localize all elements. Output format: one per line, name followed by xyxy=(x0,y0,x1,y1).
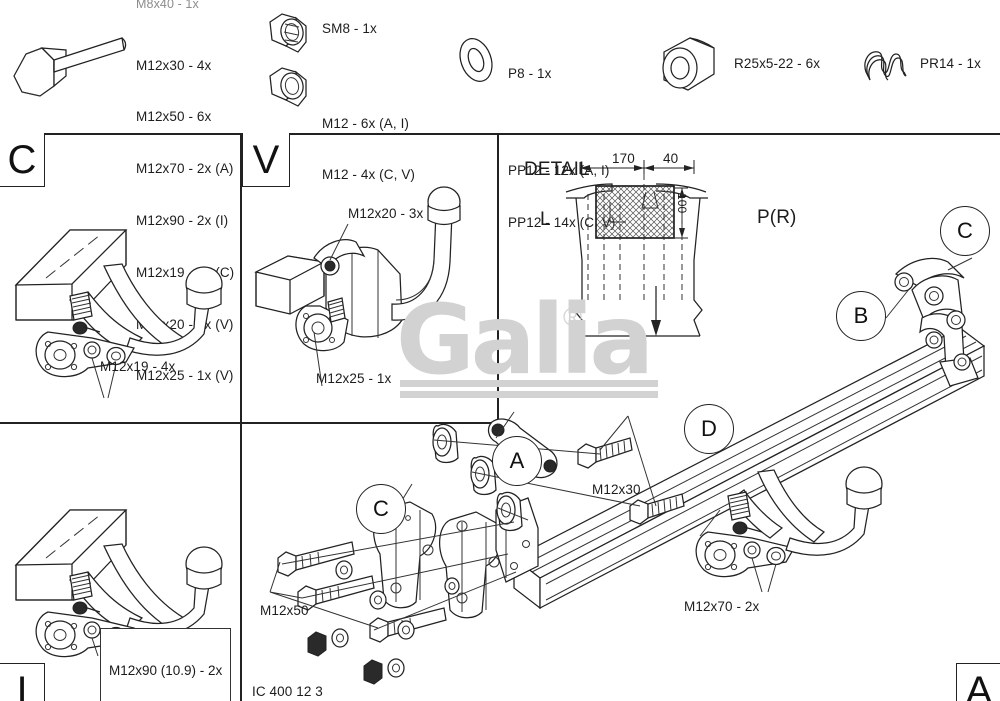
detail-side-left: L xyxy=(540,209,551,230)
detail-dim-40: 40 xyxy=(663,151,679,166)
washer-label-1: PP12 - 12x (A, I) xyxy=(508,162,610,178)
drawing-number: IC 400 12 3 xyxy=(252,684,323,699)
bolt-size-3: M12x90 - 2x (I) xyxy=(136,212,229,228)
bolt-size-list: M12x30 - 4x M12x50 - 6x M12x70 - 2x (A) … xyxy=(136,22,234,419)
hex-nut-icon xyxy=(269,67,307,107)
bolt-size-2: M12x70 - 2x (A) xyxy=(136,161,234,177)
lock-nut-icon xyxy=(269,13,307,53)
balloon-b-label: B xyxy=(853,303,869,328)
panel-v-letter: V xyxy=(252,137,280,182)
main-view-letter: A xyxy=(965,668,993,701)
spacer-sleeve-icon xyxy=(662,37,715,91)
balloon-a-label: A xyxy=(509,448,525,473)
detail-direction-arrow-icon xyxy=(651,286,661,336)
bolt-size-1: M12x50 - 6x xyxy=(136,109,212,125)
nut-bottom-label-list: M12 - 6x (A, I) M12 - 4x (C, V) xyxy=(322,80,415,218)
bolt-icon xyxy=(13,37,127,97)
parts-clipped-top-label: M8x40 - 1x xyxy=(136,0,199,11)
detail-section-drawing xyxy=(565,160,708,337)
bolt-size-6: M12x25 - 1x (V) xyxy=(136,368,234,384)
frame-divider-vertical-main xyxy=(240,133,242,701)
panel-i-letterbox: I xyxy=(0,663,45,701)
balloon-b: B xyxy=(836,291,886,341)
detail-dim-170: 170 xyxy=(612,151,635,166)
main-exploded-assembly-drawing xyxy=(269,257,986,685)
balloon-d-label: D xyxy=(701,416,717,441)
panel-c-letterbox: C xyxy=(0,133,45,187)
panel-v-callout-top: M12x20 - 3x xyxy=(348,206,424,221)
balloon-c-right: C xyxy=(940,206,990,256)
panel-v-letterbox: V xyxy=(242,133,290,187)
panel-i-letter: I xyxy=(16,668,28,701)
panel-v-assembly-drawing xyxy=(254,186,461,387)
detail-side-right: P(R) xyxy=(757,207,797,228)
panel-c-assembly-drawing xyxy=(14,229,223,399)
panel-i-callout-box: M12x90 (10.9) - 2x 110 Nm! xyxy=(100,628,232,701)
balloon-a: A xyxy=(492,436,542,486)
frame-divider-v-panel-bottom xyxy=(0,422,498,424)
balloon-c-left: C xyxy=(356,484,406,534)
title-block-text: HYUNDAI IONIQ 6 Kód: H1135(A,I,C,V) - 5.… xyxy=(742,665,939,701)
washer-icon xyxy=(459,38,493,82)
spring-icon xyxy=(864,51,907,81)
balloon-d: D xyxy=(684,404,734,454)
panel-v-callout-bottom: M12x25 - 1x xyxy=(316,371,392,386)
balloon-c-left-label: C xyxy=(373,496,389,521)
washer-label-list: P8 - 1x PP12 - 12x (A, I) PP12 - 14x (C,… xyxy=(508,30,616,265)
balloon-c-right-label: C xyxy=(957,218,973,243)
main-callout-m12x50: M12x50 xyxy=(260,603,309,618)
nut-bottom-label-0: M12 - 6x (A, I) xyxy=(322,115,410,131)
frame-divider-vertical-v-panel xyxy=(497,133,499,423)
bolt-size-0: M12x30 - 4x xyxy=(136,57,212,73)
detail-title: DETAIL xyxy=(524,159,590,180)
washer-label-0: P8 - 1x xyxy=(508,65,552,81)
main-callout-m12x70: M12x70 - 2x xyxy=(684,599,760,614)
spring-label: PR14 - 1x xyxy=(920,56,981,71)
panel-i-callout-line1: M12x90 (10.9) - 2x xyxy=(109,663,223,679)
frame-divider-top xyxy=(0,133,1000,135)
panel-c-callout: M12x19 - 4x xyxy=(100,359,176,374)
nut-top-label: SM8 - 1x xyxy=(322,21,377,36)
main-view-letterbox: A xyxy=(956,663,1000,701)
spacer-label: R25x5-22 - 6x xyxy=(734,56,821,71)
nut-bottom-label-1: M12 - 4x (C, V) xyxy=(322,167,416,183)
main-callout-m12x30: M12x30 xyxy=(592,482,641,497)
panel-c-letter: C xyxy=(7,137,37,182)
